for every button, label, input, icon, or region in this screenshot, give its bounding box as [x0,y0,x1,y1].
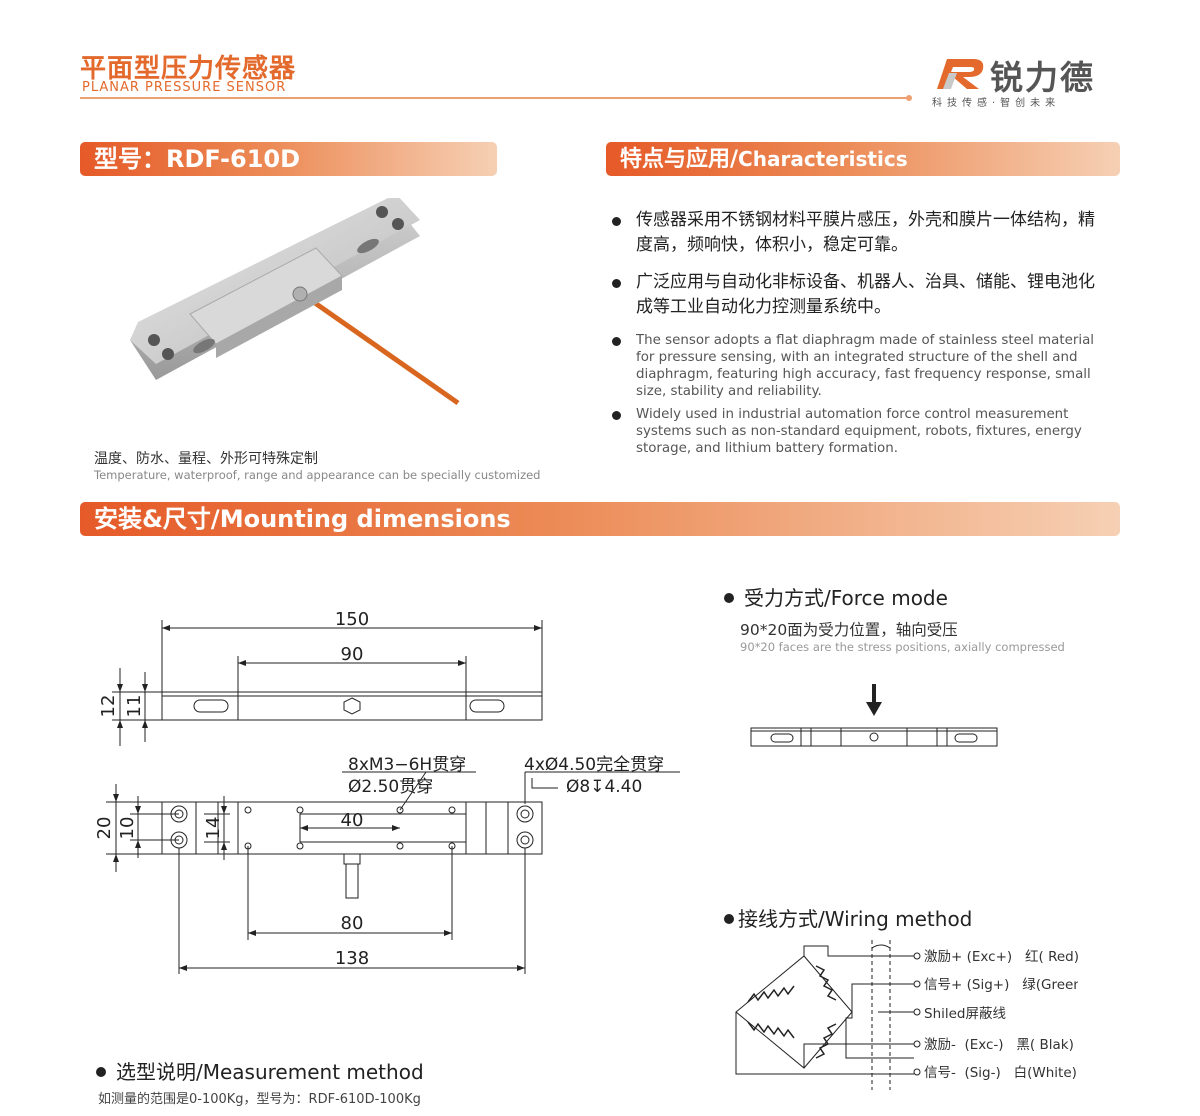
dim-80: 80 [341,913,364,934]
customization-en: Temperature, waterproof, range and appea… [94,468,541,482]
model-label: 型号：RDF-610D [94,145,301,173]
wiring-diagram: 激励+ (Exc+) 红( Red) 信号+ (Sig+) 绿(Green) S… [735,940,1078,1090]
dim-40: 40 [341,810,364,831]
wiring-heading: 接线方式/Wiring method [724,903,972,932]
dim-138: 138 [335,948,369,969]
bullet-dot-icon [612,279,621,288]
brand-logo-icon [937,59,984,89]
wire-shield: Shiled屏蔽线 [924,1006,1006,1022]
wire-exc-plus: 激励+ (Exc+) 红( Red) [924,949,1078,965]
features-list: 传感器采用不锈钢材料平膜片感压，外壳和膜片一体结构，精度高，频响快，体积小，稳定… [610,208,1110,463]
force-mode-desc-cn: 90*20面为受力位置，轴向受压 [740,621,958,639]
dim-14: 14 [203,817,224,840]
measurement-desc: 如测量的范围是0-100Kg，型号为：RDF-610D-100Kg [98,1092,421,1107]
bullet-dot-icon [612,217,621,226]
note-4x-through: 4xØ4.50完全贯穿 [524,755,664,775]
feature-en-2: Widely used in industrial automation for… [610,406,1110,457]
dim-90: 90 [341,644,364,665]
force-mode-heading: 受力方式/Force mode [724,582,948,611]
bullet-dot-icon [96,1066,106,1077]
note-counterbore: Ø8↧4.40 [566,777,642,797]
note-m3-hole: Ø2.50贯穿 [348,777,433,797]
bullet-dot-icon [724,913,734,924]
title-underline [80,97,910,99]
wire-sig-minus: 信号- (Sig-) 白(White) [924,1065,1077,1081]
dim-12: 12 [98,695,119,718]
feature-cn-2: 广泛应用与自动化非标设备、机器人、治具、储能、锂电池化成等工业自动化力控测量系统… [610,270,1110,320]
bullet-dot-icon [724,592,734,603]
note-m3-thread: 8xM3−6H贯穿 [348,755,466,775]
customization-cn: 温度、防水、量程、外形可特殊定制 [94,451,318,467]
page-title: 平面型压力传感器 [80,54,297,84]
feature-cn-1: 传感器采用不锈钢材料平膜片感压，外壳和膜片一体结构，精度高，频响快，体积小，稳定… [610,208,1110,258]
brand-name: 锐力德 [990,58,1095,97]
dimension-drawing: 150 90 12 11 20 10 14 40 80 138 8xM3−6H贯… [94,609,680,974]
feature-en-1: The sensor adopts a flat diaphragm made … [610,332,1110,400]
bullet-dot-icon [612,337,621,346]
force-mode-desc-en: 90*20 faces are the stress positions, ax… [740,640,1065,654]
bullet-dot-icon [612,411,621,420]
force-mode-diagram [750,684,998,747]
title-underline-dot [906,95,912,101]
dim-11: 11 [124,695,145,718]
mounting-banner: 安装&尺寸/Mounting dimensions [80,502,1120,536]
features-banner: 特点与应用/Characteristics [606,142,1120,176]
dim-150: 150 [335,609,369,630]
dim-20: 20 [94,817,115,840]
product-image [130,198,460,406]
wire-sig-plus: 信号+ (Sig+) 绿(Green) [924,977,1078,993]
mounting-label: 安装&尺寸/Mounting dimensions [94,505,511,533]
dim-10: 10 [117,817,138,840]
features-label-cn: 特点与应用/ [620,147,739,172]
brand-slogan: 科技传感·智创未来 [932,98,1061,109]
features-label-en: Characteristics [738,147,908,171]
model-banner: 型号：RDF-610D [80,142,497,176]
measurement-heading: 选型说明/Measurement method [96,1056,424,1085]
wire-exc-minus: 激励- (Exc-) 黑( Blak) [924,1037,1074,1053]
force-arrow-icon [866,684,882,716]
page-subtitle: PLANAR PRESSURE SENSOR [82,80,287,95]
